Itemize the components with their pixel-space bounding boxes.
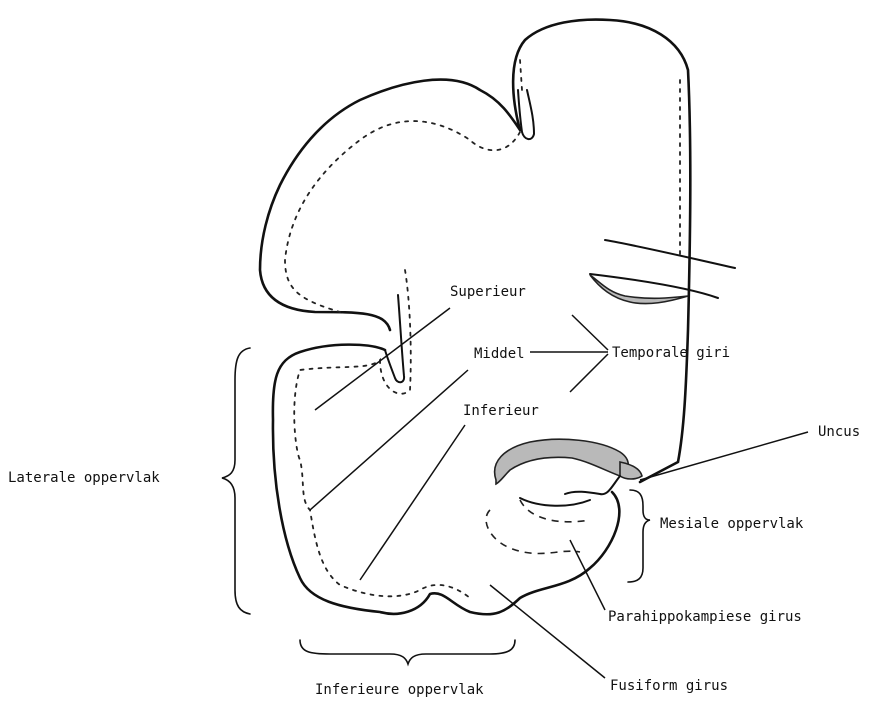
label-inferieur: Inferieur xyxy=(463,403,539,419)
label-middel: Middel xyxy=(474,346,525,362)
label-superieur: Superieur xyxy=(450,284,526,300)
leader-superieur-giri xyxy=(572,315,608,350)
lateral-brace xyxy=(222,348,250,614)
shaded-region-upper xyxy=(590,275,688,304)
label-uncus: Uncus xyxy=(818,424,860,440)
leader-uncus xyxy=(640,432,808,480)
leader-superieur xyxy=(315,308,450,410)
label-parahippokampiese-girus: Parahippokampiese girus xyxy=(608,609,802,625)
leader-middel xyxy=(310,370,468,510)
top-sulcus-dots xyxy=(520,60,522,90)
lateral-sulcus xyxy=(385,295,404,382)
leader-fusiform xyxy=(490,585,605,678)
inner-dashed-boundary xyxy=(486,500,590,553)
uncus-shaded xyxy=(495,439,629,484)
leader-inferieur xyxy=(360,425,465,580)
inferior-brace xyxy=(300,640,515,664)
upper-right-line xyxy=(605,240,735,268)
label-mesiale-oppervlak: Mesiale oppervlak xyxy=(660,516,804,532)
brain-outline xyxy=(260,20,690,615)
upper-right-line-2 xyxy=(590,274,718,298)
leader-inferieur-giri xyxy=(570,354,608,392)
label-inferieure-oppervlak: Inferieure oppervlak xyxy=(315,682,484,698)
parahippocampal-outline xyxy=(520,476,620,506)
label-temporale-giri: Temporale giri xyxy=(612,345,730,361)
mesial-brace xyxy=(628,490,650,582)
inner-dotted-boundary xyxy=(285,80,680,598)
leader-parahippocampal xyxy=(570,540,605,610)
label-laterale-oppervlak: Laterale oppervlak xyxy=(8,470,160,486)
uncus-tip xyxy=(620,462,642,479)
label-fusiform-girus: Fusiform girus xyxy=(610,678,728,694)
